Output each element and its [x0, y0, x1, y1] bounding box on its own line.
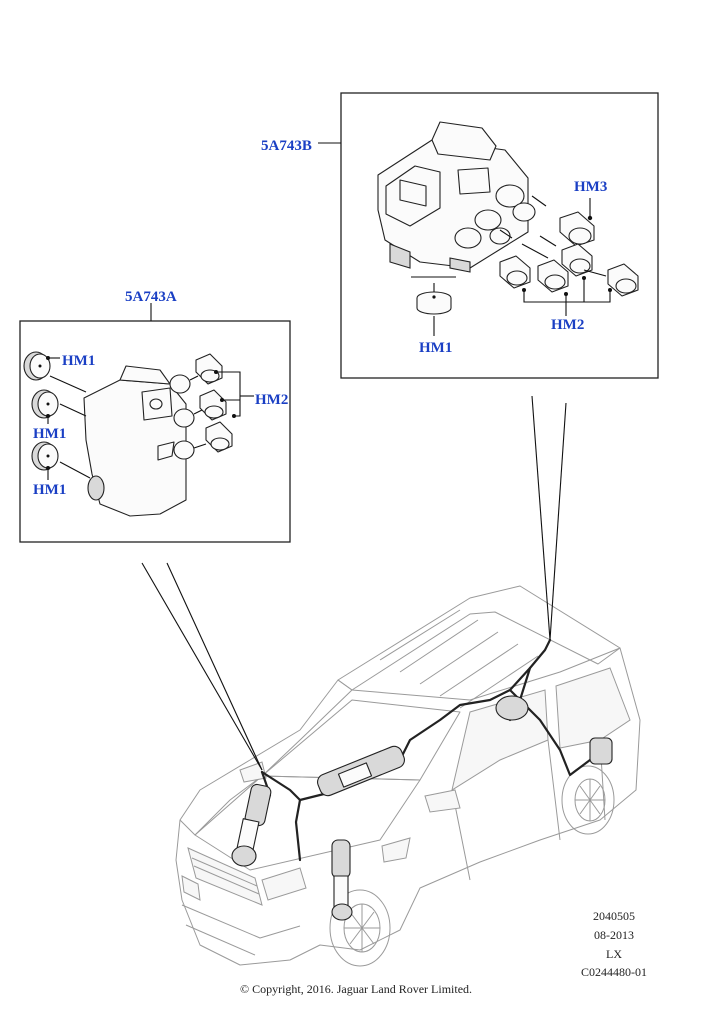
valve-block-5a743b[interactable]: [377, 121, 536, 273]
callout-labels: 5A743B HM3 HM2 HM1 5A743A HM1 HM2 HM1 HM…: [33, 138, 607, 498]
callout-hm1-b[interactable]: HM1: [419, 340, 452, 356]
reference-block: 2040505 08-2013 LX C0244480-01: [581, 909, 647, 979]
illustration-id: C0244480-01: [581, 965, 647, 979]
detail-box-5a743a: [19, 303, 291, 543]
fitting-hm2-d[interactable]: [607, 263, 639, 297]
front-air-struts: [231, 783, 353, 921]
grommet-hm1-c[interactable]: [31, 441, 59, 471]
callout-hm3[interactable]: HM3: [574, 179, 607, 195]
callout-hm1-a2[interactable]: HM1: [33, 426, 66, 442]
callout-5a743a[interactable]: 5A743A: [125, 289, 177, 305]
fitting-hm2-c[interactable]: [561, 243, 593, 277]
grommet-hm1-b[interactable]: [31, 389, 59, 419]
valve-block-5a743a[interactable]: [83, 365, 195, 517]
fitting-hm2-b-5a743a[interactable]: [199, 389, 227, 421]
reference-date: 08-2013: [594, 928, 634, 942]
callout-hm2-b[interactable]: HM2: [551, 317, 584, 333]
grommet-hm1-a[interactable]: [23, 351, 51, 381]
fitting-hm2-b[interactable]: [537, 259, 569, 293]
grommet-hm1-5a743b[interactable]: [416, 291, 452, 315]
air-supply-pipes: [260, 638, 613, 862]
detail-box-5a743b: [318, 92, 659, 379]
fitting-hm3[interactable]: [559, 211, 595, 247]
callout-hm1-a3[interactable]: HM1: [33, 482, 66, 498]
callout-5a743b[interactable]: 5A743B: [261, 138, 312, 154]
fitting-hm2-a[interactable]: [499, 255, 531, 289]
callout-hm2-a[interactable]: HM2: [255, 392, 288, 408]
reference-model: LX: [606, 947, 622, 961]
reference-code: 2040505: [593, 909, 635, 923]
fitting-hm2-c-5a743a[interactable]: [205, 421, 233, 453]
location-leaders: [141, 395, 567, 771]
callout-hm1-a1[interactable]: HM1: [62, 353, 95, 369]
copyright-text: © Copyright, 2016. Jaguar Land Rover Lim…: [240, 982, 472, 996]
